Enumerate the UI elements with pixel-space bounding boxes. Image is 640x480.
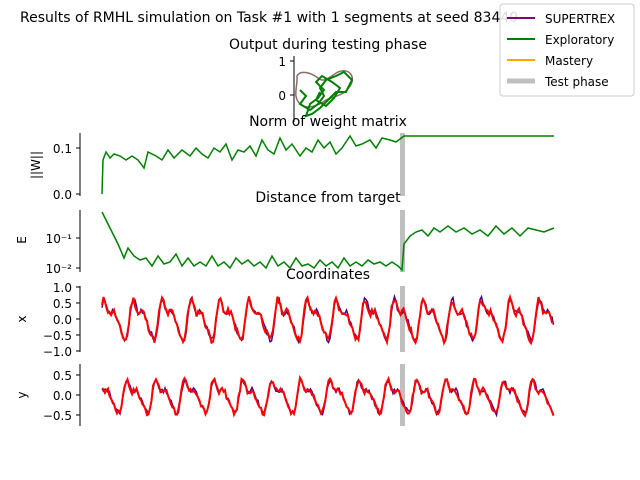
legend-box — [499, 3, 635, 97]
panel-coordinates-x: Coordinates 1.0 0.5 0.0 −0.5 −1.0 x — [15, 267, 555, 359]
panel-x-target-line — [101, 293, 555, 345]
figure-suptitle: Results of RMHL simulation on Task #1 wi… — [20, 10, 518, 26]
panel-norm-title: Norm of weight matrix — [249, 114, 407, 130]
panel-output: Output during testing phase 1 0 — [229, 37, 427, 122]
panel-norm-ytick-label: 0.0 — [53, 188, 72, 202]
panel-y-ylabel: y — [15, 391, 29, 398]
panel-x-yticks — [76, 286, 80, 352]
legend-label-test-phase: Test phase — [544, 75, 609, 89]
panel-distance-ytick-label: 10⁻² — [46, 262, 73, 276]
panel-output-ytick-label: 0 — [278, 89, 286, 103]
panel-distance: Distance from target 10⁻¹ 10⁻² E — [15, 190, 555, 276]
panel-x-ytick-label: −1.0 — [43, 345, 72, 359]
legend-label-mastery: Mastery — [545, 54, 593, 68]
panel-norm-exploratory-line — [101, 134, 554, 195]
panel-norm-ytick-label: 0.1 — [53, 142, 72, 156]
panel-distance-ytick-label: 10⁻¹ — [46, 232, 73, 246]
legend-label-supertrex: SUPERTREX — [545, 12, 615, 26]
panel-norm-test-phase-marker — [400, 133, 405, 196]
panel-distance-exploratory-line — [101, 211, 555, 272]
panel-x-ylabel: x — [15, 315, 29, 322]
panel-y-ytick-label: 0.5 — [53, 369, 72, 383]
panel-y-ytick-label: −0.5 — [43, 409, 72, 423]
panel-y-output-line — [101, 374, 555, 418]
panel-norm-ylabel: ||W|| — [29, 151, 43, 179]
panel-y-yticks — [76, 374, 80, 416]
panel-x-ytick-label: 1.0 — [53, 281, 72, 295]
panel-x-ytick-label: 0.5 — [53, 297, 72, 311]
panel-output-title: Output during testing phase — [229, 37, 427, 53]
output-exploratory-curve — [298, 70, 354, 118]
panel-x-test-phase-marker — [400, 286, 405, 352]
panel-x-output-line — [101, 293, 554, 347]
panel-coordinates-title: Coordinates — [286, 267, 370, 283]
legend: SUPERTREX Exploratory Mastery Test phase — [499, 3, 635, 97]
panel-x-ytick-label: −0.5 — [43, 329, 72, 343]
panel-y-test-phase-marker — [400, 364, 405, 426]
panel-distance-ylabel: E — [15, 236, 29, 244]
panel-norm: Norm of weight matrix 0.1 0.0 ||W|| — [29, 114, 554, 202]
panel-distance-title: Distance from target — [255, 190, 401, 206]
panel-output-ytick-label: 1 — [278, 55, 286, 69]
panel-y-ytick-label: 0.0 — [53, 389, 72, 403]
panel-x-ytick-label: 0.0 — [53, 313, 72, 327]
panel-coordinates-y: 0.5 0.0 −0.5 y — [15, 364, 555, 426]
legend-label-exploratory: Exploratory — [545, 33, 614, 47]
panel-distance-test-phase-marker — [400, 210, 405, 272]
